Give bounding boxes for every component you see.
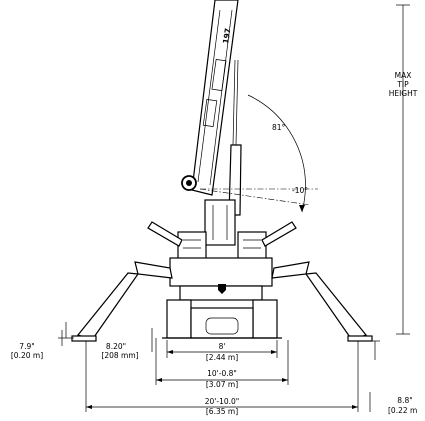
outriggers [71,221,373,342]
outer-width-metric: [3.07 m] [206,380,238,389]
outer-width-imperial: 10'-0.8" [207,369,237,378]
track-width-imperial: 8' [219,342,226,351]
outrigger-height-metric: [0.20 m] [11,351,43,360]
angle-minus10-label: -10° [292,186,308,195]
track-width-metric: [2.44 m] [206,353,238,362]
pad-offset-metric: [208 mm] [101,351,138,360]
height-label: HEIGHT [389,89,418,98]
spread-dimension: 20'-10.0" [6.35 m] [85,341,359,416]
crane-body [162,199,282,339]
track-width-dimension: 8' [2.44 m] [166,340,278,362]
outrigger-height-dimension: 7.9" [0.20 m] [11,322,74,360]
outer-width-dimension: 10'-0.8" [3.07 m] [155,340,289,389]
boom-text: 197 [221,27,232,44]
max-label: MAX [395,71,412,80]
boom-angle-indicator: 81° -10° [199,94,318,213]
spread-imperial: 20'-10.0" [205,397,239,406]
luffing-cylinder [228,59,242,216]
ground-clearance-metric: [0.22 m [388,406,417,415]
boom: 197 [191,0,239,196]
outrigger-height-imperial: 7.9" [19,342,34,351]
ground-clearance-dimension: 8.8" [0.22 m [366,340,417,415]
spread-metric: [6.35 m] [206,407,238,416]
tip-label: TIP [396,80,409,89]
ground-clearance-imperial: 8.8" [397,396,412,405]
boom-sheave [181,175,197,191]
angle-81-label: 81° [272,123,286,132]
pad-offset-imperial: 8.20" [106,342,126,351]
pad-offset-dimension: 8.20" [208 mm] [101,328,157,360]
max-tip-height-dimension: MAX TIP HEIGHT [389,4,418,335]
